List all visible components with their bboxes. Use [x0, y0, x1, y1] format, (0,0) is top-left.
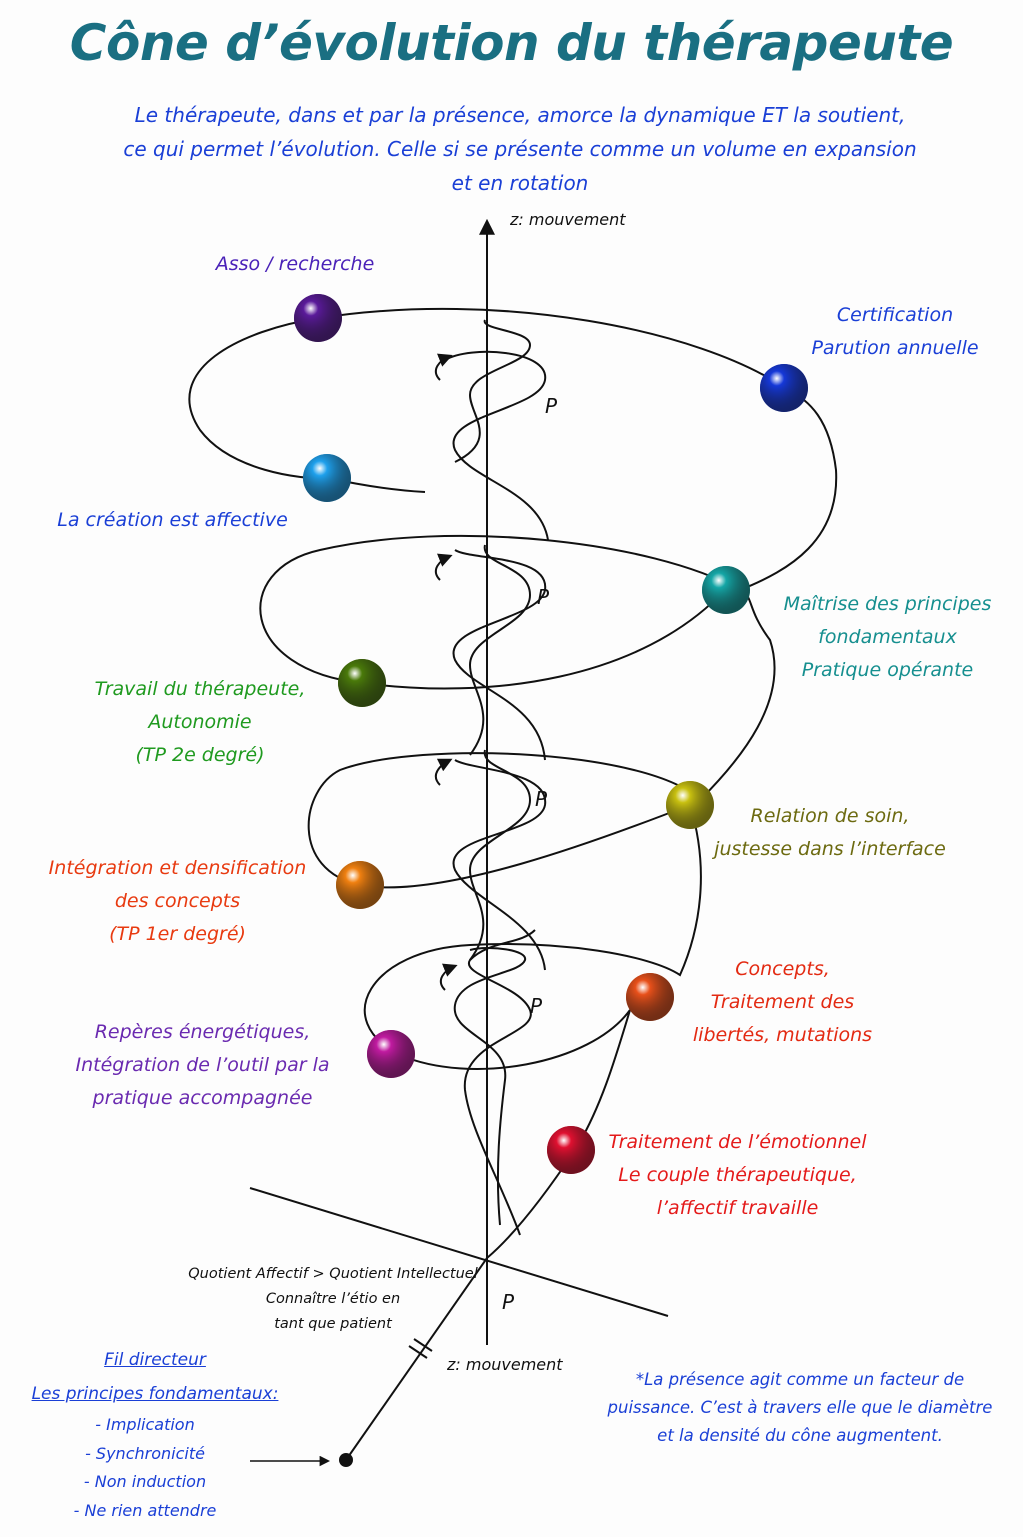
origin-note-line: tant que patient — [274, 1316, 392, 1332]
fil-directeur: Fil directeur Les principes fondamentaux… — [30, 1343, 280, 1411]
label-line: Repères énergétiques, — [94, 1021, 311, 1043]
y-axis — [345, 1257, 488, 1461]
principle-item: - Non induction — [83, 1472, 207, 1491]
inner-helix — [452, 759, 547, 971]
rotation-arrow — [439, 963, 458, 991]
principles-list: - Implication - Synchronicité - Non indu… — [55, 1411, 235, 1525]
sphere-traitement-emotionnel — [547, 1126, 595, 1174]
footnote-line: *La présence agit comme un facteur de — [635, 1370, 965, 1389]
sphere-asso-recherche — [294, 294, 342, 342]
subtitle-line: et en rotation — [451, 171, 589, 195]
origin-note-line: Quotient Affectif > Quotient Intellectue… — [188, 1266, 478, 1282]
label-line: Travail du thérapeute, — [94, 678, 306, 700]
label-maitrise-principes: Maîtrise des principes fondamentaux Prat… — [770, 588, 1005, 687]
axis-break-mark — [413, 1338, 433, 1352]
label-creation-affective: La création est affective — [40, 504, 305, 537]
footnote-line: puissance. C’est à travers elle que le d… — [607, 1398, 993, 1417]
label-certification: Certification Parution annuelle — [790, 299, 1000, 365]
label-traitement-emotionnel: Traitement de l’émotionnel Le couple thé… — [600, 1126, 875, 1225]
label-line: Concepts, — [735, 958, 830, 980]
origin-point — [339, 1453, 353, 1467]
principles-heading: Les principes fondamentaux: — [31, 1384, 279, 1404]
label-line: (TP 1er degré) — [109, 923, 246, 945]
p-label: P — [537, 585, 550, 609]
sphere-reperes-energetiques — [367, 1030, 415, 1078]
footnote-line: et la densité du cône augmentent. — [657, 1426, 943, 1445]
sphere-certification — [760, 364, 808, 412]
subtitle-line: ce qui permet l’évolution. Celle si se p… — [123, 137, 917, 161]
z-axis-bottom-label: z: mouvement — [447, 1355, 563, 1374]
origin-note: Quotient Affectif > Quotient Intellectue… — [188, 1262, 478, 1337]
label-line: Intégration de l’outil par la — [75, 1054, 330, 1076]
label-line: Maîtrise des principes — [783, 593, 992, 615]
label-line: Intégration et densification — [48, 857, 307, 879]
principle-item: - Implication — [95, 1415, 195, 1434]
label-line: Relation de soin, — [750, 805, 910, 827]
rotation-arrow — [434, 353, 453, 381]
x-axis — [249, 1187, 669, 1317]
label-line: La création est affective — [57, 509, 288, 531]
label-line: Le couple thérapeutique, — [618, 1164, 857, 1186]
sphere-travail-therapeute — [338, 659, 386, 707]
label-line: Traitement de l’émotionnel — [608, 1131, 867, 1153]
fil-directeur-heading: Fil directeur — [104, 1350, 206, 1370]
inner-helix — [468, 749, 532, 961]
sphere-concepts — [626, 973, 674, 1021]
label-line: libertés, mutations — [692, 1024, 873, 1046]
sphere-creation-affective — [303, 454, 351, 502]
p-label: P — [530, 994, 543, 1018]
p-label: P — [545, 394, 558, 418]
label-integration-concepts: Intégration et densification des concept… — [40, 852, 315, 951]
label-reperes-energetiques: Repères énergétiques, Intégration de l’o… — [65, 1016, 340, 1115]
label-asso-recherche: Asso / recherche — [190, 248, 400, 281]
label-line: (TP 2e degré) — [135, 744, 265, 766]
sphere-layer — [294, 294, 808, 1174]
axis-break-mark — [408, 1345, 428, 1359]
subtitle-line: Le thérapeute, dans et par la présence, … — [134, 103, 906, 127]
inner-helix — [444, 350, 549, 541]
p-label: P — [535, 787, 548, 811]
cone-spiral — [188, 307, 838, 1259]
subtitle: Le thérapeute, dans et par la présence, … — [90, 98, 950, 200]
inner-helix — [453, 947, 526, 1226]
footnote: *La présence agit comme un facteur de pu… — [600, 1366, 1000, 1450]
label-relation-soin: Relation de soin, justesse dans l’interf… — [705, 800, 955, 866]
label-line: Traitement des — [710, 991, 855, 1013]
label-line: Asso / recherche — [215, 253, 375, 275]
principle-item: - Synchronicité — [85, 1443, 205, 1463]
z-axis-top-label: z: mouvement — [510, 210, 626, 229]
label-travail-therapeute: Travail du thérapeute, Autonomie (TP 2e … — [80, 673, 320, 772]
label-line: pratique accompagnée — [92, 1087, 313, 1109]
label-line: des concepts — [114, 890, 241, 912]
sphere-relation-soin — [666, 781, 714, 829]
rotation-arrow — [434, 758, 453, 786]
label-concepts: Concepts, Traitement des libertés, mutat… — [685, 953, 880, 1052]
label-line: l’affectif travaille — [656, 1197, 819, 1219]
label-line: Pratique opérante — [801, 659, 974, 681]
inner-helix — [452, 549, 547, 761]
label-line: Parution annuelle — [811, 337, 979, 359]
label-line: Certification — [836, 304, 954, 326]
sphere-maitrise-principes — [702, 566, 750, 614]
label-line: fondamentaux — [818, 626, 957, 648]
sphere-integration-concepts — [336, 861, 384, 909]
rotation-arrow — [434, 553, 453, 581]
inner-helix — [454, 319, 532, 463]
inner-helix — [463, 929, 536, 1236]
label-line: justesse dans l’interface — [714, 838, 946, 860]
origin-note-line: Connaître l’étio en — [265, 1291, 401, 1307]
origin-p-label: P — [502, 1290, 515, 1314]
page-title: Cône d’évolution du thérapeute — [69, 14, 954, 72]
inner-helix — [468, 544, 532, 756]
label-line: Autonomie — [148, 711, 252, 733]
principle-item: - Ne rien attendre — [73, 1500, 217, 1520]
